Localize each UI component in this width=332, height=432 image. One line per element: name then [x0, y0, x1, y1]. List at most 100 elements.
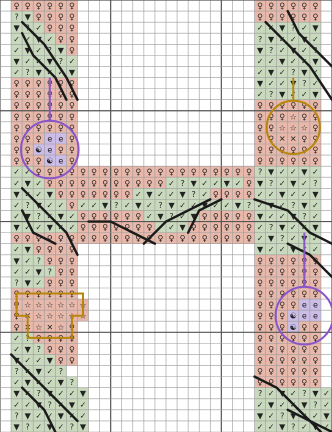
stitch-symbol: ✓: [69, 57, 76, 66]
stitch-symbol: ▼: [36, 367, 43, 376]
stitch-symbol: ▼: [14, 190, 21, 199]
stitch-symbol: ✓: [24, 57, 31, 66]
stitch-symbol: ♀: [279, 112, 285, 121]
stitch-symbol: ♀: [47, 2, 53, 11]
stitch-symbol: ♀: [47, 256, 53, 265]
stitch-symbol: ✓: [312, 245, 319, 254]
stitch-symbol: ♀: [257, 334, 263, 343]
stitch-symbol: ?: [48, 267, 52, 276]
stitch-symbol: ?: [14, 367, 18, 376]
stitch-symbol: ♀: [290, 278, 296, 287]
stitch-symbol: ✓: [301, 422, 308, 431]
stitch-symbol: ▼: [25, 278, 32, 287]
stitch-symbol: ✓: [257, 422, 264, 431]
stitch-symbol: ▼: [58, 46, 65, 55]
stitch-symbol: ♀: [58, 179, 64, 188]
stitch-symbol: ♀: [113, 190, 119, 199]
stitch-symbol: ✓: [268, 79, 275, 88]
stitch-symbol: ✓: [257, 400, 264, 409]
stitch-symbol: ?: [280, 234, 284, 243]
stitch-symbol: ♀: [301, 356, 307, 365]
stitch-symbol: ✓: [290, 35, 297, 44]
stitch-symbol: ✓: [58, 201, 65, 210]
stitch-symbol: ♀: [36, 101, 42, 110]
stitch-symbol: ?: [37, 389, 41, 398]
stitch-symbol: ?: [302, 389, 306, 398]
stitch-symbol: ?: [258, 389, 262, 398]
stitch-symbol: ♀: [91, 179, 97, 188]
stitch-symbol: ♀: [279, 2, 285, 11]
stitch-symbol: ?: [114, 201, 118, 210]
stitch-symbol: ♀: [268, 123, 274, 132]
stitch-symbol: ♀: [312, 13, 318, 22]
stitch-symbol: ?: [26, 68, 30, 77]
stitch-symbol: ♀: [257, 256, 263, 265]
stitch-symbol: ✓: [290, 223, 297, 232]
stitch-symbol: ♀: [257, 312, 263, 321]
stitch-symbol: ▼: [323, 411, 330, 420]
stitch-symbol: e: [302, 312, 307, 321]
stitch-symbol: ♀: [191, 234, 197, 243]
stitch-symbol: ✓: [235, 179, 242, 188]
stitch-symbol: ♀: [58, 146, 64, 155]
stitch-symbol: ✓: [301, 90, 308, 99]
stitch-symbol: ♀: [102, 223, 108, 232]
stitch-symbol: ?: [269, 179, 273, 188]
stitch-symbol: ♀: [80, 223, 86, 232]
stitch-symbol: ♀: [279, 278, 285, 287]
stitch-symbol: ?: [14, 13, 18, 22]
stitch-symbol: ♀: [69, 146, 75, 155]
stitch-symbol: ♀: [14, 123, 20, 132]
stitch-symbol: ▼: [312, 389, 319, 398]
stitch-symbol: ♀: [257, 157, 263, 166]
stitch-symbol: ✓: [80, 400, 87, 409]
stitch-symbol: ♀: [113, 168, 119, 177]
stitch-symbol: ♀: [257, 367, 263, 376]
stitch-symbol: ✓: [268, 245, 275, 254]
stitch-symbol: ♀: [224, 223, 230, 232]
stitch-symbol: ♀: [312, 146, 318, 155]
stitch-symbol: ?: [269, 223, 273, 232]
stitch-symbol: ▼: [14, 256, 21, 265]
stitch-symbol: ▼: [58, 378, 65, 387]
stitch-symbol: ♀: [102, 234, 108, 243]
stitch-symbol: ♀: [257, 301, 263, 310]
stitch-symbol: ✓: [46, 378, 53, 387]
stitch-symbol: ?: [48, 400, 52, 409]
stitch-symbol: ✓: [13, 68, 20, 77]
stitch-symbol: ✓: [312, 35, 319, 44]
stitch-symbol: ♀: [47, 278, 53, 287]
stitch-symbol: ♀: [268, 356, 274, 365]
stitch-symbol: ?: [37, 256, 41, 265]
stitch-symbol: ♀: [202, 234, 208, 243]
stitch-symbol: ✓: [268, 411, 275, 420]
stitch-symbol: ♀: [58, 13, 64, 22]
stitch-symbol: ☆: [46, 301, 53, 310]
stitch-symbol: ♀: [25, 2, 31, 11]
stitch-symbol: ♀: [268, 301, 274, 310]
stitch-symbol: ♀: [14, 323, 20, 332]
stitch-symbol: ♀: [290, 2, 296, 11]
stitch-symbol: ?: [70, 422, 74, 431]
stitch-symbol: ♀: [312, 323, 318, 332]
stitch-symbol: ✓: [58, 389, 65, 398]
stitch-symbol: ▼: [279, 422, 286, 431]
stitch-symbol: ✓: [279, 179, 286, 188]
stitch-symbol: ?: [37, 345, 41, 354]
stitch-symbol: ✓: [279, 46, 286, 55]
stitch-symbol: ♀: [102, 179, 108, 188]
stitch-symbol: ▼: [257, 212, 264, 221]
stitch-symbol: ♀: [213, 223, 219, 232]
stitch-symbol: ♀: [235, 168, 241, 177]
stitch-symbol: ☆: [57, 323, 64, 332]
stitch-symbol: ♀: [14, 234, 20, 243]
stitch-symbol: ♀: [36, 79, 42, 88]
stitch-symbol: ♀: [290, 356, 296, 365]
stitch-symbol: ☆: [35, 323, 42, 332]
stitch-symbol: ♀: [47, 245, 53, 254]
stitch-symbol: ▼: [157, 212, 164, 221]
stitch-symbol: ♀: [268, 367, 274, 376]
stitch-symbol: ✓: [257, 24, 264, 33]
stitch-symbol: ♀: [135, 179, 141, 188]
stitch-symbol: ♀: [257, 356, 263, 365]
